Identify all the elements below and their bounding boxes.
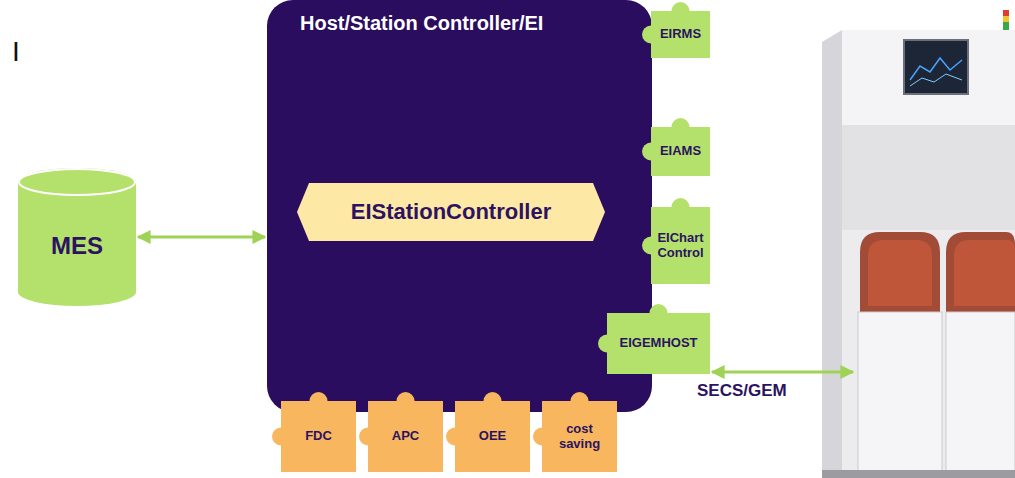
piece-knob [272,428,290,446]
machine-screen [904,40,968,94]
protocol-label: SECS/GEM [697,381,787,401]
controller-name: EIStationController [351,199,551,224]
piece-knob [446,428,464,446]
machine-side [822,30,842,478]
addon-piece: cost saving [533,392,617,472]
piece-knob [642,237,660,255]
piece-body [368,401,443,472]
piece-body [542,401,617,472]
piece-knob [484,392,502,410]
database-cylinder: MES [18,168,136,306]
addon-name: OEE [479,429,506,444]
piece-knob [642,26,660,44]
text-area: EIChart Control [651,207,710,284]
addon-name: cost saving [545,422,614,452]
controller-band: EIStationController [297,183,605,241]
addon-name: FDC [305,429,332,444]
text-area: FDC [281,401,356,472]
machine-body [842,30,1015,478]
screen-trace [910,74,962,86]
module-piece: EIRMS [642,2,710,58]
text-area: EIStationController [297,183,605,241]
piece-knob [672,2,690,20]
piece-knob [533,428,551,446]
host-title: Host/Station Controller/EI [300,12,543,35]
addon-name: APC [392,429,419,444]
piece-knob [650,304,668,322]
text-area: cost saving [542,401,617,472]
cylinder-body [18,168,136,306]
load-port-cover [946,232,1015,312]
link-arrow [138,236,265,239]
machine-base [822,470,1015,478]
module-piece: EIGEMHOST [598,304,710,374]
load-port-cover [954,240,1015,306]
piece-knob [642,143,660,161]
stack-light [1003,16,1009,22]
module-piece: EIChart Control [642,198,710,284]
band-shape [297,183,605,241]
text-area: APC [368,401,443,472]
module-name: EIAMS [660,144,701,159]
text-area: OEE [455,401,530,472]
load-port-cabinet [858,312,942,472]
piece-knob [310,392,328,410]
load-port-cabinet [946,312,1015,472]
text-area: EIAMS [651,127,710,176]
addon-piece: OEE [446,392,530,472]
piece-body [281,401,356,472]
stack-light [1003,10,1009,16]
module-name: EIRMS [660,27,701,42]
machine-top [842,30,1015,125]
module-name: EIGEMHOST [619,336,697,351]
piece-knob [359,428,377,446]
module-name: EIChart Control [654,231,707,261]
piece-body [607,313,710,374]
piece-body [651,207,710,284]
addon-piece: FDC [272,392,356,472]
cylinder-top [19,169,135,195]
load-port-cover [860,232,940,312]
text-area: EIRMS [651,11,710,58]
piece-knob [571,392,589,410]
load-port-cover [868,240,932,306]
cursor-mark: I [12,36,20,68]
piece-body [455,401,530,472]
secs-gem-link [712,371,853,374]
text-area: MES [18,196,136,296]
stack-light [1003,22,1009,30]
machine-panel [842,125,1015,230]
addon-piece: APC [359,392,443,472]
text-area: EIGEMHOST [607,313,710,374]
piece-knob [672,198,690,216]
piece-knob [397,392,415,410]
database-name: MES [51,232,103,260]
host-box: Host/Station Controller/EI EIStationContr… [267,0,652,412]
piece-knob [598,335,616,353]
piece-knob [672,118,690,136]
module-piece: EIAMS [642,118,710,176]
